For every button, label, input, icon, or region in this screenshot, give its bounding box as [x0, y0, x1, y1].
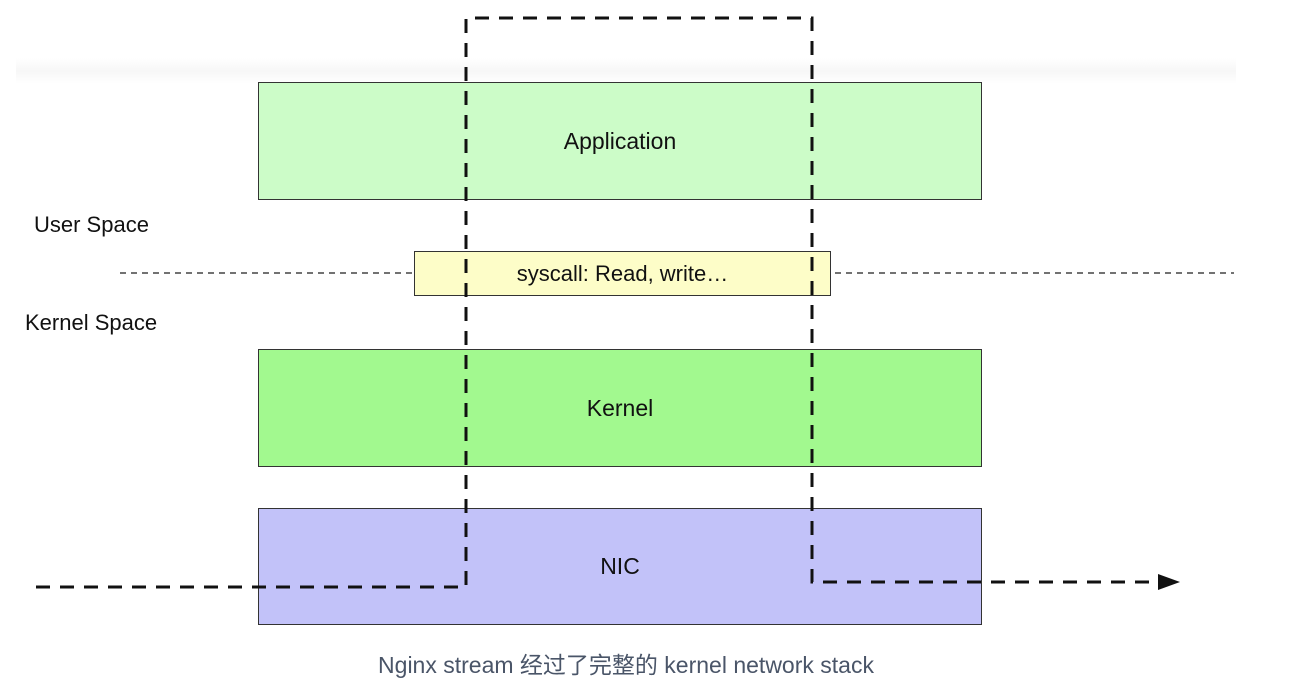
kernel-space-label: Kernel Space — [25, 310, 158, 335]
kernel-label: Kernel — [586, 394, 654, 421]
application-label: Application — [563, 127, 677, 154]
nic-label: NIC — [600, 553, 640, 579]
nic-box: NIC — [258, 508, 982, 625]
background-band — [16, 58, 1236, 84]
arrow-head-icon — [1158, 574, 1180, 590]
application-box: Application — [258, 82, 982, 200]
syscall-label: syscall: Read, write… — [516, 260, 729, 286]
figure-caption: Nginx stream 经过了完整的 kernel network stack — [378, 652, 874, 678]
kernel-box: Kernel — [258, 349, 982, 467]
syscall-box: syscall: Read, write… — [414, 251, 831, 296]
user-space-label: User Space — [34, 212, 149, 237]
